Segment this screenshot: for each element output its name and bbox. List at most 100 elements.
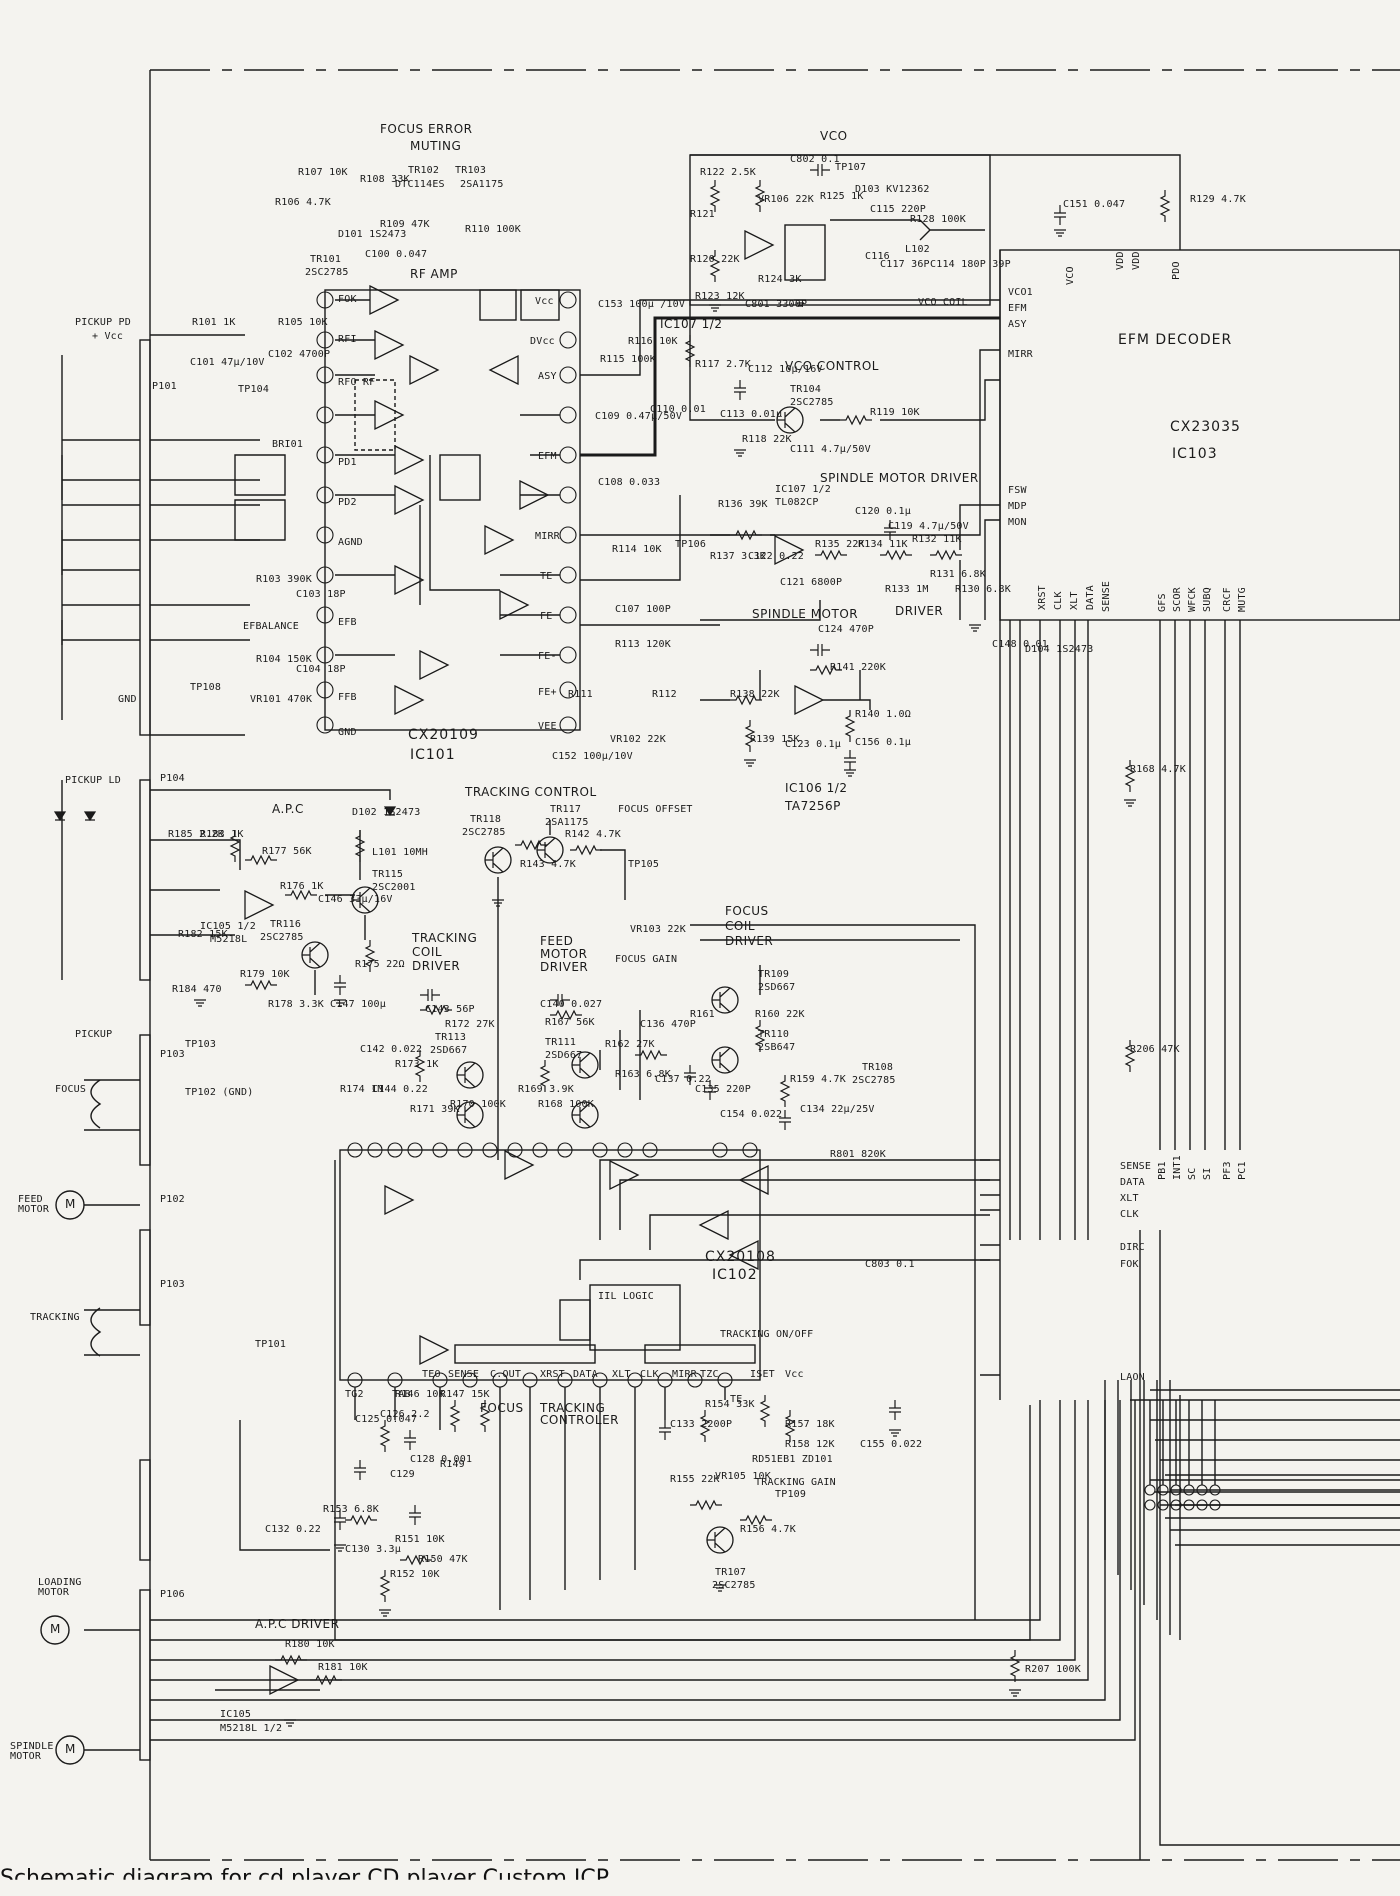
- pin-mutg: MUTG: [1237, 587, 1248, 612]
- comp-c801: C801 3300P: [745, 299, 808, 310]
- comp-tp106: TP106: [675, 539, 707, 550]
- label-decoder-ic: CX23035: [1170, 419, 1241, 435]
- label-tr108: TR108: [862, 1062, 894, 1073]
- comp-tp107: TP107: [835, 162, 867, 173]
- ic102-pin-xlt: XLT: [612, 1369, 631, 1380]
- pin-data-top: DATA: [1085, 585, 1096, 610]
- ic101-pin-rfo: RFO RF: [338, 377, 376, 388]
- comp-r162: R162 27K: [605, 1039, 655, 1050]
- pin-asy: ASY: [1008, 319, 1027, 330]
- loading-motor-icon: M: [50, 1622, 61, 1636]
- pin-xlt: XLT: [1120, 1193, 1139, 1204]
- comp-r115: R115 100K: [600, 354, 656, 365]
- comp-r151: R151 10K: [395, 1534, 445, 1545]
- comp-c136: C136 470P: [640, 1019, 696, 1030]
- label-tr102: TR102: [408, 165, 440, 176]
- ic102-pin-tg2: TG2: [345, 1389, 364, 1400]
- comp-r146: R146 10K: [395, 1389, 445, 1400]
- comp-r171: R171 39K: [410, 1104, 460, 1115]
- ic102-pin-iset: ISET: [750, 1369, 775, 1380]
- comp-d102: D102 1S2473: [352, 807, 421, 818]
- comp-r123: R123 12K: [695, 291, 745, 302]
- pin-pb1: PB1: [1157, 1161, 1168, 1180]
- comp-c115: C115 220P: [870, 204, 926, 215]
- label-pickup: PICKUP: [75, 1029, 113, 1040]
- pin-pf3: PF3: [1222, 1161, 1233, 1180]
- ic101-pin-efb: EFB: [338, 617, 357, 628]
- comp-r137: R137 3.3K: [710, 551, 766, 562]
- pin-pc1: PC1: [1237, 1161, 1248, 1180]
- comp-c134: C134 22μ/25V: [800, 1104, 875, 1115]
- label-pickup-ld: PICKUP LD: [65, 775, 121, 786]
- ic102-pin-cout: C.OUT: [490, 1369, 522, 1380]
- pin-dirc: DIRC: [1120, 1242, 1145, 1253]
- comp-d103: D103 KV12362: [855, 184, 930, 195]
- label-loading-motor: LOADING MOTOR: [38, 1577, 82, 1598]
- pin-efm: EFM: [1008, 303, 1027, 314]
- ic102-pin-te: TE: [730, 1394, 743, 1405]
- comp-vr103: VR103 22K: [630, 924, 686, 935]
- label-tr109: TR109: [758, 969, 790, 980]
- ic102-pin-clk: CLK: [640, 1369, 659, 1380]
- label-tr104: TR104: [790, 384, 822, 395]
- comp-r155: R155 22K: [670, 1474, 720, 1485]
- comp-r104: R104 150K: [256, 654, 312, 665]
- pin-wfck: WFCK: [1187, 587, 1198, 612]
- pin-fok: FOK: [1120, 1259, 1139, 1270]
- label-tr109-type: 2SD667: [758, 982, 796, 993]
- label-focus-offset: FOCUS OFFSET: [618, 804, 693, 815]
- comp-r141: R141 220K: [830, 662, 886, 673]
- label-tp109: TP109: [775, 1489, 807, 1500]
- label-tr103: TR103: [455, 165, 487, 176]
- label-tracking-coil-2: COIL: [412, 945, 443, 959]
- label-cx20108: CX20108: [705, 1249, 776, 1265]
- comp-r117: R117 2.7K: [695, 359, 751, 370]
- label-tr115: TR115: [372, 869, 404, 880]
- label-vco-control: VCO CONTROL: [785, 359, 879, 373]
- comp-focus-gain: FOCUS GAIN: [615, 954, 678, 965]
- comp-c154: C154 0.022: [720, 1109, 783, 1120]
- comp-r178: R178 3.3K: [268, 999, 324, 1010]
- comp-r129: R129 4.7K: [1190, 194, 1246, 205]
- pin-laon: LAON: [1120, 1372, 1145, 1383]
- label-rf-amp: RF AMP: [410, 267, 458, 281]
- pin-sense-top: SENSE: [1101, 580, 1112, 612]
- comp-r158: R158 12K: [785, 1439, 835, 1450]
- label-tracking-conn: TRACKING: [30, 1312, 80, 1323]
- comp-r121: R121: [690, 209, 715, 220]
- label-ic106: IC106 1/2: [785, 781, 848, 795]
- comp-r163: R163 6.8K: [615, 1069, 671, 1080]
- ic102-pin-tzc: TZC: [700, 1369, 719, 1380]
- comp-c111: C111 4.7μ/50V: [790, 444, 871, 455]
- comp-c122: C122 0.22: [748, 551, 804, 562]
- comp-vr101: VR101 470K: [250, 694, 313, 705]
- pin-sense: SENSE: [1120, 1161, 1152, 1172]
- label-p102: P102: [160, 1194, 185, 1205]
- comp-r135: R135 22K: [815, 539, 865, 550]
- comp-r138: R138 22K: [730, 689, 780, 700]
- ic101-pin-asy: ASY: [538, 371, 557, 382]
- label-tr115-type: 2SC2001: [372, 882, 416, 893]
- comp-r159: R159 4.7K: [790, 1074, 846, 1085]
- pin-vdd-1: VDD: [1115, 251, 1126, 270]
- comp-c130: C130 3.3μ: [345, 1544, 401, 1555]
- pin-subq: SUBQ: [1202, 587, 1213, 612]
- ic102-pin-mirr: MIRR: [672, 1369, 697, 1380]
- label-muting: MUTING: [410, 139, 462, 153]
- pin-mdp: MDP: [1008, 501, 1027, 512]
- comp-c100: C100 0.047: [365, 249, 428, 260]
- label-ic105: IC105: [220, 1709, 252, 1720]
- comp-d101: D101 1S2473: [338, 229, 407, 240]
- pin-mon: MON: [1008, 517, 1027, 528]
- comp-c802: C802 0.1: [790, 154, 840, 165]
- comp-c126: C126 2.2: [380, 1409, 430, 1420]
- comp-c114: C114 180P 39P: [930, 259, 1011, 270]
- comp-r140: R140 1.0Ω: [855, 709, 911, 720]
- label-tr110-type: 2SB647: [758, 1042, 796, 1053]
- label-tr118-type: 2SC2785: [462, 827, 506, 838]
- comp-vr102: VR102 22K: [610, 734, 666, 745]
- comp-r112: R112: [652, 689, 677, 700]
- comp-c156: C156 0.1μ: [855, 737, 911, 748]
- ic101-pin-vcc: Vcc: [535, 296, 554, 307]
- label-spindle-motor-driver: SPINDLE MOTOR DRIVER: [820, 471, 979, 485]
